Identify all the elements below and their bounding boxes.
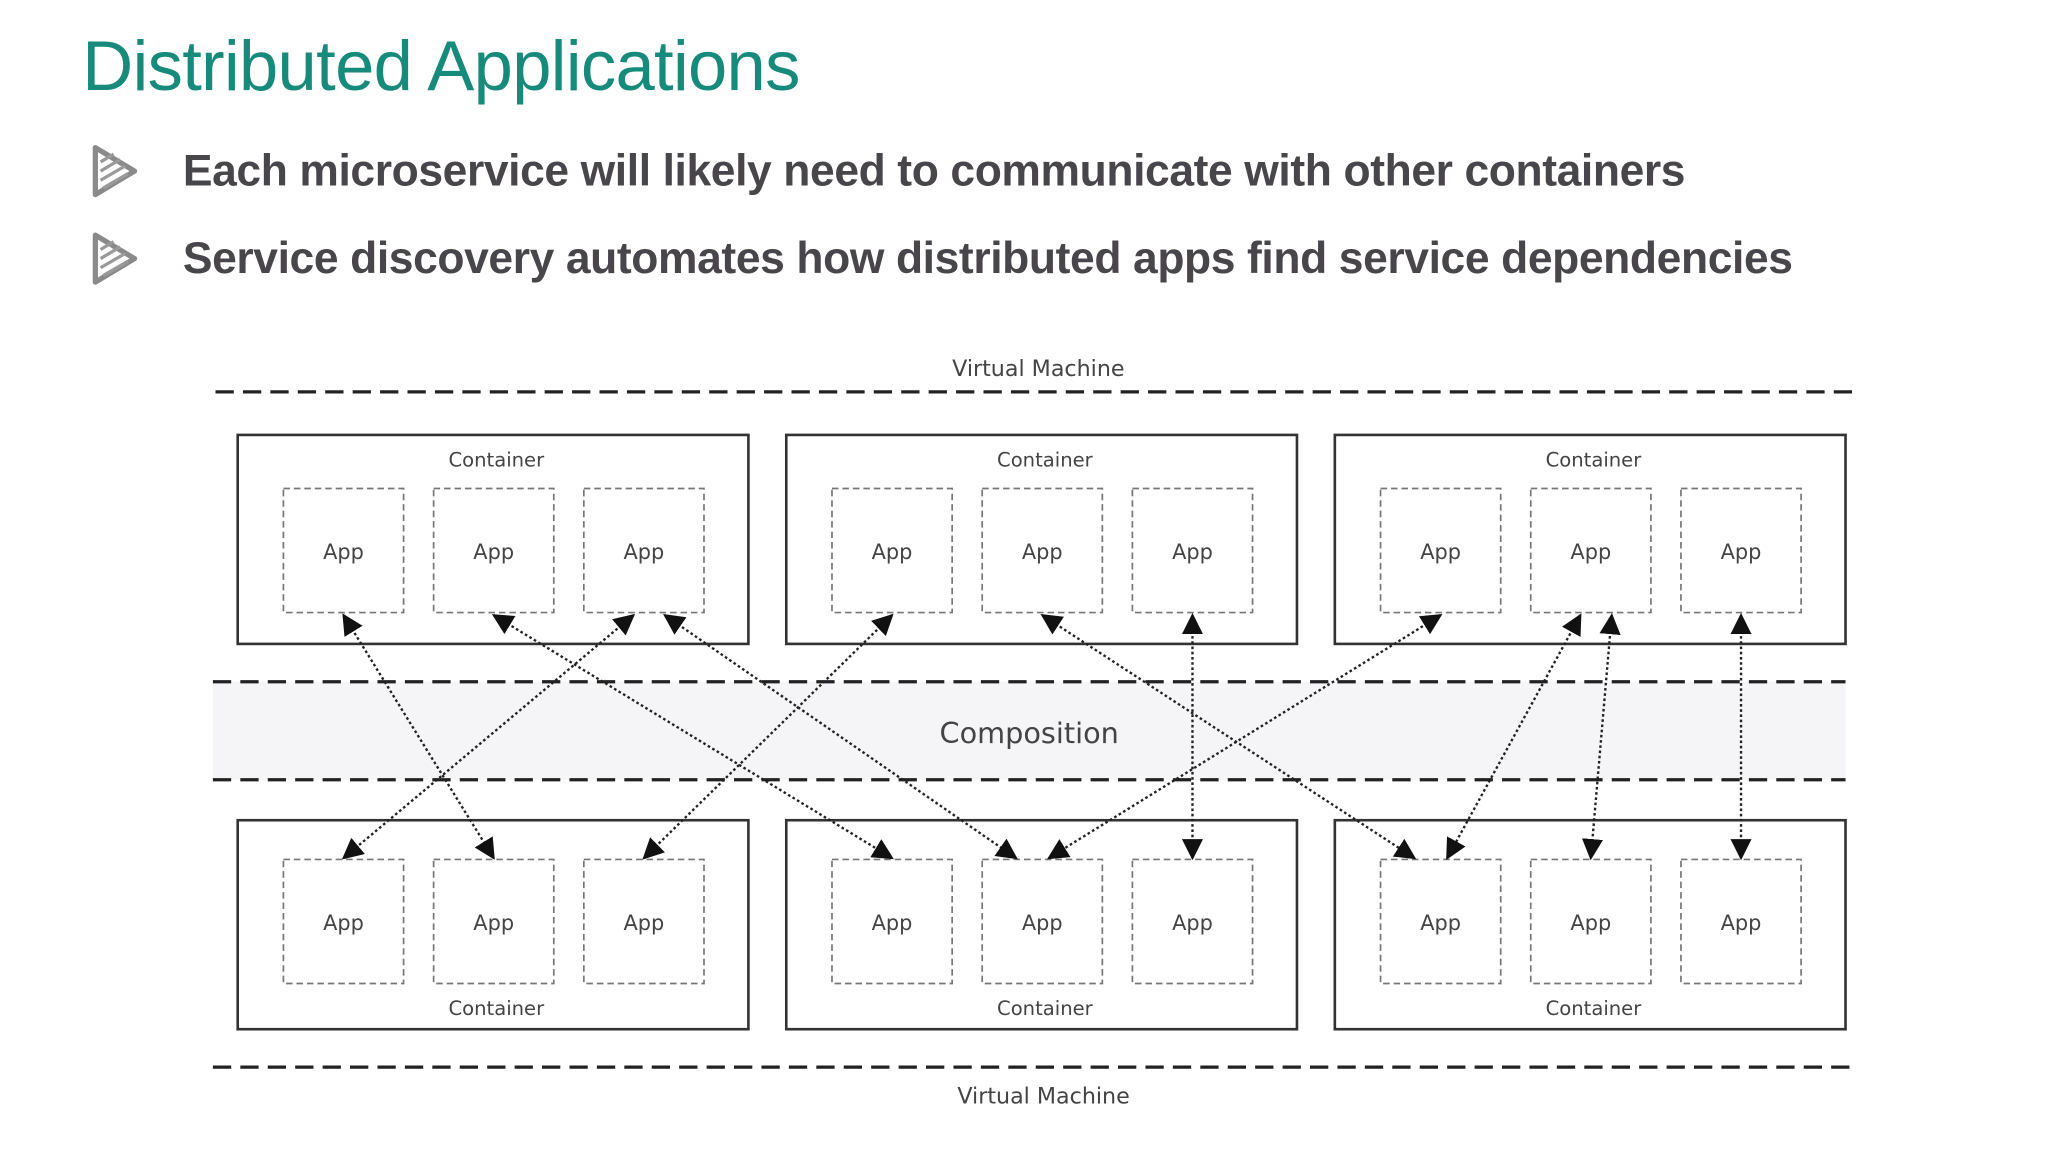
app-label: App bbox=[1570, 540, 1611, 564]
app-box bbox=[1131, 487, 1254, 614]
composition-label: Composition bbox=[940, 716, 1119, 750]
app-label: App bbox=[1022, 911, 1063, 935]
app-box bbox=[432, 487, 555, 614]
app-label: App bbox=[872, 540, 913, 564]
container-box: Container App App App bbox=[1333, 818, 1847, 1031]
app-box bbox=[432, 858, 555, 985]
connection-arrow bbox=[642, 613, 894, 860]
app-label: App bbox=[1172, 911, 1213, 935]
app-label: App bbox=[1022, 540, 1063, 564]
app-label: App bbox=[1570, 911, 1611, 935]
bullet-item: Service discovery automates how distribu… bbox=[91, 231, 1793, 286]
connection-arrow bbox=[1446, 613, 1582, 860]
container-label: Container bbox=[997, 997, 1094, 1020]
app-box bbox=[1680, 858, 1802, 985]
app-box bbox=[1529, 487, 1652, 614]
app-label: App bbox=[323, 911, 364, 935]
container-box: Container App App App bbox=[236, 818, 750, 1031]
connection-arrow bbox=[663, 613, 1018, 860]
container-label: Container bbox=[1546, 448, 1643, 471]
container-label: Container bbox=[997, 448, 1094, 471]
app-box bbox=[1131, 858, 1254, 985]
container-box: Container App App App bbox=[784, 818, 1299, 1031]
container-label: Container bbox=[448, 997, 545, 1020]
bullet-text: Each microservice will likely need to co… bbox=[182, 145, 1686, 196]
app-label: App bbox=[1420, 911, 1461, 935]
slide-title: Distributed Applications bbox=[82, 27, 800, 106]
container-label: Container bbox=[448, 448, 545, 471]
app-box bbox=[582, 858, 705, 985]
container-label: Container bbox=[1546, 997, 1643, 1020]
app-box bbox=[981, 487, 1104, 614]
app-box bbox=[282, 487, 405, 614]
connection-arrow bbox=[1047, 614, 1443, 860]
app-box bbox=[582, 487, 705, 614]
vm-top-label: Virtual Machine bbox=[952, 356, 1124, 382]
bullet-text: Service discovery automates how distribu… bbox=[182, 233, 1793, 283]
app-label: App bbox=[624, 540, 665, 564]
connection-arrow bbox=[1581, 613, 1621, 861]
app-box bbox=[831, 487, 953, 614]
app-box bbox=[981, 858, 1104, 985]
app-label: App bbox=[323, 540, 364, 564]
app-box bbox=[282, 858, 405, 985]
connection-arrow bbox=[341, 613, 636, 860]
app-label: App bbox=[1172, 540, 1213, 564]
arrow-bullet-icon bbox=[92, 232, 138, 285]
app-label: App bbox=[473, 911, 514, 935]
app-label: App bbox=[1420, 540, 1461, 564]
app-box bbox=[1529, 858, 1652, 985]
arrow-bullet-icon bbox=[92, 144, 138, 198]
app-box bbox=[1379, 487, 1502, 614]
app-label: App bbox=[872, 911, 913, 935]
app-box bbox=[831, 858, 953, 985]
app-label: App bbox=[1721, 540, 1762, 564]
app-box bbox=[1680, 487, 1802, 614]
app-label: App bbox=[1721, 911, 1762, 935]
app-label: App bbox=[473, 540, 514, 564]
app-box bbox=[1379, 858, 1502, 985]
vm-bottom-label: Virtual Machine bbox=[957, 1084, 1129, 1110]
app-label: App bbox=[624, 911, 665, 935]
bullet-item: Each microservice will likely need to co… bbox=[91, 144, 1686, 199]
